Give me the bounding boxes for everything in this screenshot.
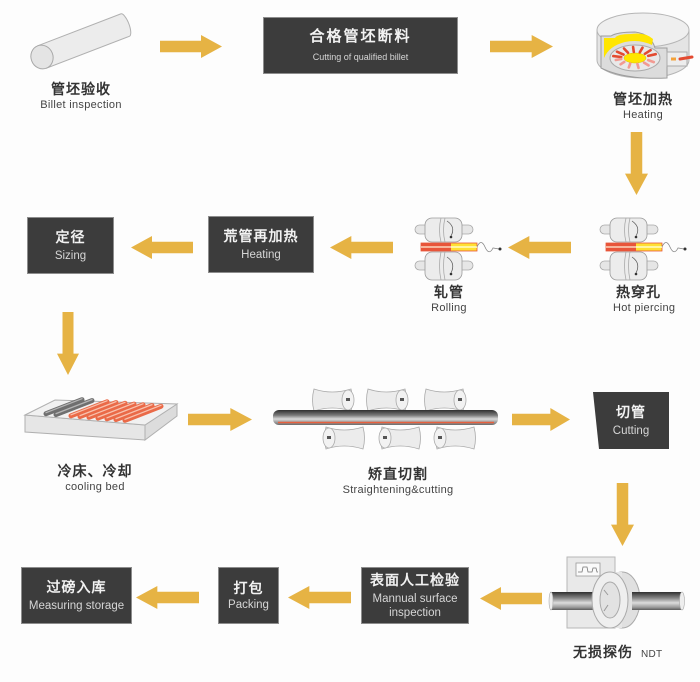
billet-icon bbox=[30, 13, 132, 70]
cooling-bed-icon bbox=[23, 397, 179, 441]
step-title-en: Straightening&cutting bbox=[342, 484, 454, 496]
step-title-en: Cutting bbox=[612, 425, 650, 437]
step-label-billet-inspection: 管坯验收 Billet inspection bbox=[21, 81, 141, 112]
flow-arrow-down-icon bbox=[57, 312, 79, 375]
flow-arrow-left-icon bbox=[131, 236, 193, 259]
step-box-cutting: 切管 Cutting bbox=[593, 392, 669, 449]
step-title-zh: 管坯加热 bbox=[613, 91, 673, 107]
step-title-zh: 表面人工检验 bbox=[370, 572, 460, 588]
step-box-cutting-qualified-billet: 合格管坯断料 Cutting of qualified billet bbox=[263, 17, 458, 74]
step-title-en: Sizing bbox=[54, 250, 87, 262]
step-title-zh: 冷床、冷却 bbox=[57, 463, 133, 479]
step-title-zh: 管坯验收 bbox=[51, 81, 111, 97]
step-title-zh: 过磅入库 bbox=[46, 579, 107, 595]
flow-arrow-down-icon bbox=[625, 132, 648, 195]
step-title-en: cooling bed bbox=[65, 481, 125, 493]
flow-arrow-right-icon bbox=[512, 408, 570, 431]
step-box-sizing: 定径 Sizing bbox=[27, 217, 114, 274]
step-box-measuring-storage: 过磅入库 Measuring storage bbox=[21, 567, 132, 624]
step-box-reheating: 荒管再加热 Heating bbox=[208, 216, 314, 273]
step-title-en: Billet inspection bbox=[40, 99, 122, 111]
rolling-mill-icon bbox=[414, 217, 502, 281]
step-label-rolling: 轧管 Rolling bbox=[409, 284, 489, 315]
step-label-straightening: 矫直切割 Straightening&cutting bbox=[318, 466, 478, 497]
step-title-zh: 切管 bbox=[616, 404, 646, 420]
step-title-en: Rolling bbox=[431, 302, 467, 314]
step-title-zh: 无损探伤 bbox=[573, 644, 633, 660]
step-title-zh: 矫直切割 bbox=[368, 466, 428, 482]
step-label-cooling-bed: 冷床、冷却 cooling bed bbox=[35, 463, 155, 494]
step-title-zh: 热穿孔 bbox=[616, 284, 661, 300]
step-title-zh: 荒管再加热 bbox=[223, 228, 299, 244]
step-label-hot-piercing: 热穿孔 Hot piercing bbox=[608, 284, 698, 315]
step-title-en: Cutting of qualified billet bbox=[312, 51, 409, 62]
step-title-en: Mannual surface inspection bbox=[372, 593, 458, 619]
flow-arrow-right-icon bbox=[160, 35, 222, 58]
piercing-mill-icon bbox=[599, 217, 687, 281]
step-title-en: Hot piercing bbox=[613, 302, 676, 314]
step-title-en: Heating bbox=[241, 249, 281, 261]
step-title-en: Measuring storage bbox=[28, 600, 125, 612]
step-title-zh: 合格管坯断料 bbox=[309, 27, 412, 45]
step-box-packing: 打包 Packing bbox=[218, 567, 279, 624]
step-label-ndt: 无损探伤 NDT bbox=[573, 644, 693, 662]
flow-arrow-left-icon bbox=[136, 586, 199, 609]
step-label-billet-heating: 管坯加热 Heating bbox=[583, 91, 700, 122]
furnace-icon bbox=[596, 12, 694, 79]
step-title-en: NDT bbox=[641, 649, 663, 660]
flow-arrow-left-icon bbox=[330, 236, 393, 259]
step-title-zh: 打包 bbox=[233, 580, 264, 596]
flow-arrow-left-icon bbox=[480, 587, 542, 610]
ndt-tester-icon bbox=[548, 556, 685, 629]
pipe-icon bbox=[273, 410, 498, 425]
flow-arrow-right-icon bbox=[490, 35, 553, 58]
step-title-en: Packing bbox=[228, 599, 269, 611]
flow-arrow-left-icon bbox=[288, 586, 351, 609]
step-title-zh: 定径 bbox=[55, 229, 86, 245]
step-title-zh: 轧管 bbox=[434, 284, 464, 300]
flow-arrow-down-icon bbox=[611, 483, 634, 546]
step-box-surface-inspection: 表面人工检验 Mannual surface inspection bbox=[361, 567, 469, 624]
step-title-en: Heating bbox=[622, 109, 663, 121]
flow-arrow-left-icon bbox=[508, 236, 571, 259]
straightening-rollers-icon bbox=[273, 388, 498, 450]
flow-arrow-right-icon bbox=[188, 408, 252, 431]
